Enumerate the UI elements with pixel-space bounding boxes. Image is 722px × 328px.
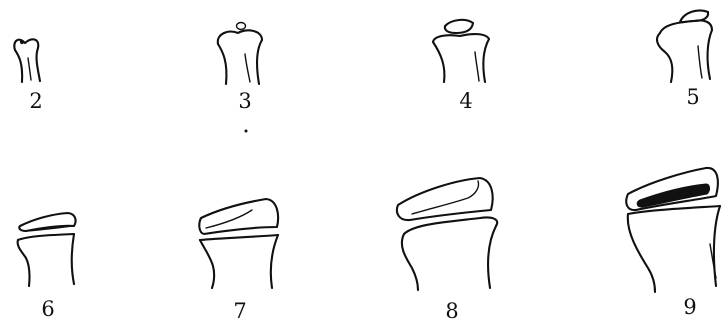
stage-8-bone bbox=[397, 178, 497, 290]
stage-3-label: 3 bbox=[238, 89, 251, 113]
stage-9-label: 9 bbox=[683, 295, 696, 319]
stage-7-label: 7 bbox=[233, 299, 246, 323]
stage-4-bone bbox=[433, 20, 489, 82]
speck bbox=[245, 130, 247, 132]
stage-4-epiphysis bbox=[445, 20, 473, 33]
stage-3-bone bbox=[218, 23, 262, 85]
stage-5-label: 5 bbox=[686, 85, 699, 109]
stage-5-bone bbox=[657, 10, 712, 82]
stage-8-label: 8 bbox=[445, 299, 458, 323]
stage-9-bone bbox=[626, 168, 720, 292]
stage-2-bone bbox=[14, 39, 40, 82]
stage-2-label: 2 bbox=[29, 89, 42, 113]
stage-4-label: 4 bbox=[459, 89, 472, 113]
stage-6-label: 6 bbox=[41, 297, 54, 321]
stage-7-bone bbox=[199, 199, 278, 288]
stage-3-ossification-center bbox=[237, 23, 246, 30]
stage-6-bone bbox=[18, 213, 76, 286]
